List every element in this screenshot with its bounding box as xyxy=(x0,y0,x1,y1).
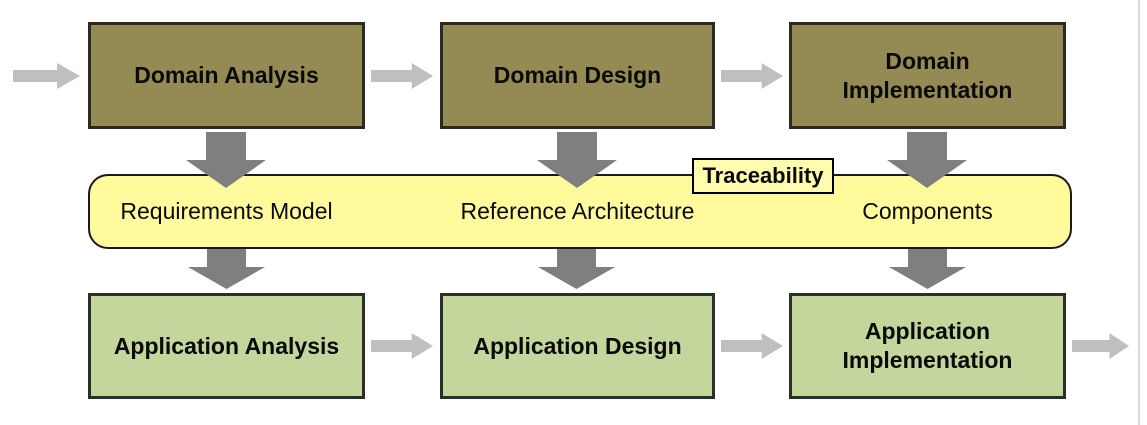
application-analysis-box: Application Analysis xyxy=(88,293,365,399)
arrow-down-icon xyxy=(538,247,615,289)
traceability-tag: Traceability xyxy=(692,158,834,194)
domain-design-label: Domain Design xyxy=(493,62,662,89)
domain-analysis-box: Domain Analysis xyxy=(88,22,365,129)
page-edge-line xyxy=(1138,0,1140,425)
arrow-right-icon xyxy=(721,63,783,89)
application-design-label: Application Design xyxy=(473,332,682,359)
arrow-right-icon xyxy=(371,63,433,89)
application-implementation-label: Application Implementation xyxy=(842,318,1013,373)
arrow-right-icon xyxy=(371,333,433,359)
arrow-right-icon xyxy=(13,63,80,89)
domain-implementation-label: Domain Implementation xyxy=(842,47,1013,103)
arrow-right-icon xyxy=(1072,333,1129,359)
arrow-down-icon xyxy=(537,132,617,188)
traceability-label: Traceability xyxy=(702,163,824,188)
requirements-model-label: Requirements Model xyxy=(120,198,333,224)
domain-analysis-label: Domain Analysis xyxy=(134,62,319,89)
arrow-down-icon xyxy=(186,132,266,188)
reference-architecture-label: Reference Architecture xyxy=(460,198,695,224)
application-design-box: Application Design xyxy=(440,293,715,399)
arrow-right-icon xyxy=(721,333,783,359)
domain-design-box: Domain Design xyxy=(440,22,715,129)
application-implementation-box: Application Implementation xyxy=(789,293,1066,399)
domain-implementation-box: Domain Implementation xyxy=(789,22,1066,129)
arrow-down-icon xyxy=(889,247,966,289)
arrow-down-icon xyxy=(188,247,265,289)
components-label: Components xyxy=(862,198,993,224)
application-analysis-label: Application Analysis xyxy=(113,332,340,359)
arrow-down-icon xyxy=(887,132,967,188)
